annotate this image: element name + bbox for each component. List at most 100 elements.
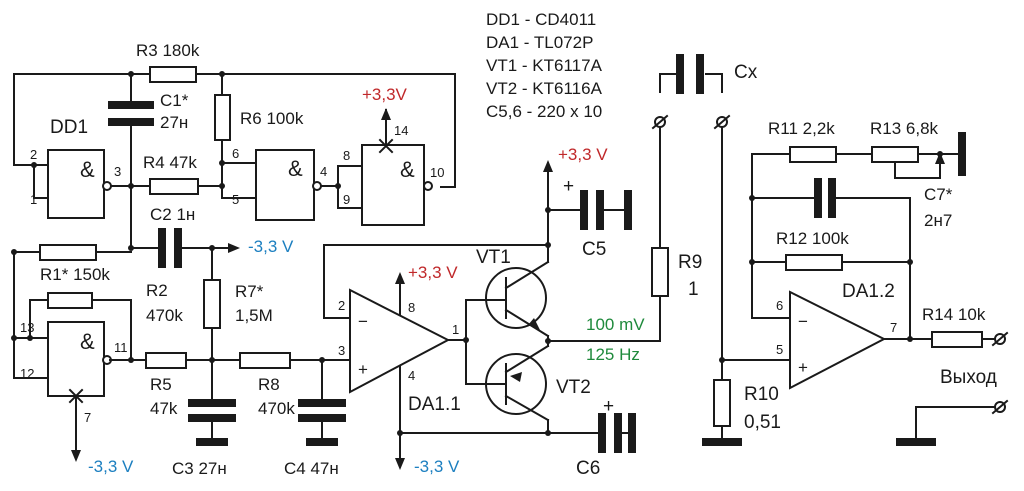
supply-label-op: +3,3 V (408, 263, 458, 282)
pin-label: 14 (394, 123, 408, 138)
plus-sign-c5: + (563, 176, 574, 197)
r9-cx-wiring (659, 73, 791, 446)
gate-symbol: & (80, 157, 95, 182)
rc-filter-wiring (109, 327, 351, 441)
parts-list: DD1 - CD4011 DA1 - TL072P VT1 - KT6117A … (486, 10, 603, 121)
opamp-plus: + (798, 358, 808, 377)
pin-label: 2 (30, 147, 37, 162)
label-r10-value: 0,51 (744, 412, 781, 433)
signal-frequency: 125 Hz (586, 345, 640, 364)
gate-dd1-4: & 13 12 11 7 (20, 320, 128, 462)
label-cx: Cx (734, 62, 758, 83)
pin-label: 5 (232, 192, 239, 207)
potentiometer-r13[interactable] (871, 146, 919, 163)
resistor-r4 (149, 178, 199, 195)
supply-label-vt: +3,3 V (558, 145, 608, 164)
label-r2: R2 (146, 281, 168, 300)
label-r2-value: 470k (146, 306, 183, 325)
pin-label: 1 (30, 192, 37, 207)
label-r8: R8 (258, 375, 280, 394)
label-c3: C3 27н (172, 459, 227, 478)
pin-label: 3 (114, 164, 121, 179)
gate-symbol: & (288, 156, 303, 181)
label-r9: R9 (678, 252, 702, 273)
resistor-r9 (651, 247, 669, 297)
resistor-r14 (931, 331, 983, 348)
resistor-r8 (239, 352, 291, 369)
terminal-output[interactable] (991, 331, 1009, 347)
plus-sign-c6: + (603, 396, 614, 417)
label-da1-1: DA1.1 (408, 394, 461, 415)
resistor-r6 (214, 94, 231, 141)
terminal-cx-left[interactable] (651, 114, 669, 130)
pin-label: 7 (890, 320, 897, 335)
label-c2: C2 1н (150, 205, 195, 224)
label-vt1: VT1 (476, 247, 511, 268)
pin-label: 1 (452, 322, 459, 337)
label-r5-value: 47k (150, 399, 178, 418)
transistor-vt1 (485, 260, 550, 338)
resistor-r11 (789, 146, 837, 163)
label-output: Выход (940, 367, 997, 388)
pin-label: 2 (338, 298, 345, 313)
supply-arrow-icon (381, 108, 391, 120)
capacitor-c6 (598, 413, 636, 453)
label-r12: R12 100k (776, 229, 849, 248)
parts-dd1: DD1 - CD4011 (486, 10, 596, 29)
pin-label: 8 (343, 148, 350, 163)
resistor-r7 (203, 279, 221, 329)
label-r3: R3 180k (136, 41, 200, 60)
supply-label-op-neg: -3,3 V (414, 457, 460, 476)
pin-label: 13 (20, 320, 34, 335)
label-r13: R13 6,8k (870, 119, 939, 138)
pin-label: 9 (343, 192, 350, 207)
pin-label: 6 (232, 146, 239, 161)
label-r1: R1* 150k (40, 265, 110, 284)
middle-wiring (13, 243, 240, 379)
supply-label-mid: -3,3 V (248, 237, 294, 256)
label-c6: C6 (576, 458, 600, 479)
terminal-ground[interactable] (991, 399, 1009, 415)
capacitor-c7 (814, 178, 836, 218)
label-c4: C4 47н (284, 459, 339, 478)
gate-symbol: & (80, 329, 95, 354)
terminal-cx-right[interactable] (713, 114, 731, 130)
gate-dd1-3: & 8 9 10 14 (343, 123, 444, 226)
label-r11: R11 2,2k (768, 119, 835, 138)
opamp-da1-2: − + 6 5 7 (776, 290, 897, 390)
label-c7: C7* (924, 185, 953, 204)
label-r5: R5 (150, 375, 172, 394)
label-da1-2: DA1.2 (842, 281, 895, 302)
transistor-wiring (543, 160, 661, 434)
gate-symbol: & (400, 157, 415, 182)
parts-c56: C5,6 - 220 x 10 (486, 102, 602, 121)
capacitor-c1 (108, 101, 154, 126)
pin-label: 3 (338, 343, 345, 358)
resistor-r10 (713, 379, 731, 427)
capacitor-c4 (298, 399, 346, 446)
pin-label: 5 (776, 342, 783, 357)
opamp-minus: − (798, 312, 808, 331)
parts-da1: DA1 - TL072P (486, 33, 593, 52)
resistor-r1 (39, 244, 97, 261)
supply-arrow-icon (395, 272, 405, 284)
gate-dd1-2: & 6 5 4 (232, 146, 327, 221)
supply-label-top: +3,3V (362, 85, 408, 104)
label-c7-value: 2н7 (924, 211, 952, 230)
opamp-plus: + (358, 360, 368, 379)
label-vt2: VT2 (556, 377, 591, 398)
parts-vt2: VT2 - KT6116A (486, 79, 603, 98)
supply-arrow-icon (543, 160, 553, 172)
label-r10: R10 (744, 384, 779, 405)
capacitor-c2 (158, 228, 182, 268)
pin-label: 11 (114, 340, 128, 355)
capacitor-c5 (580, 190, 632, 230)
junction-dots (11, 71, 943, 436)
parts-vt1: VT1 - KT6117A (486, 56, 603, 75)
pin-label: 12 (20, 366, 34, 381)
supply-label-left: -3,3 V (88, 457, 134, 476)
label-r6: R6 100k (240, 109, 304, 128)
signal-level: 100 mV (586, 315, 645, 334)
resistor-r2 (47, 292, 93, 309)
opamp-minus: − (358, 312, 368, 331)
